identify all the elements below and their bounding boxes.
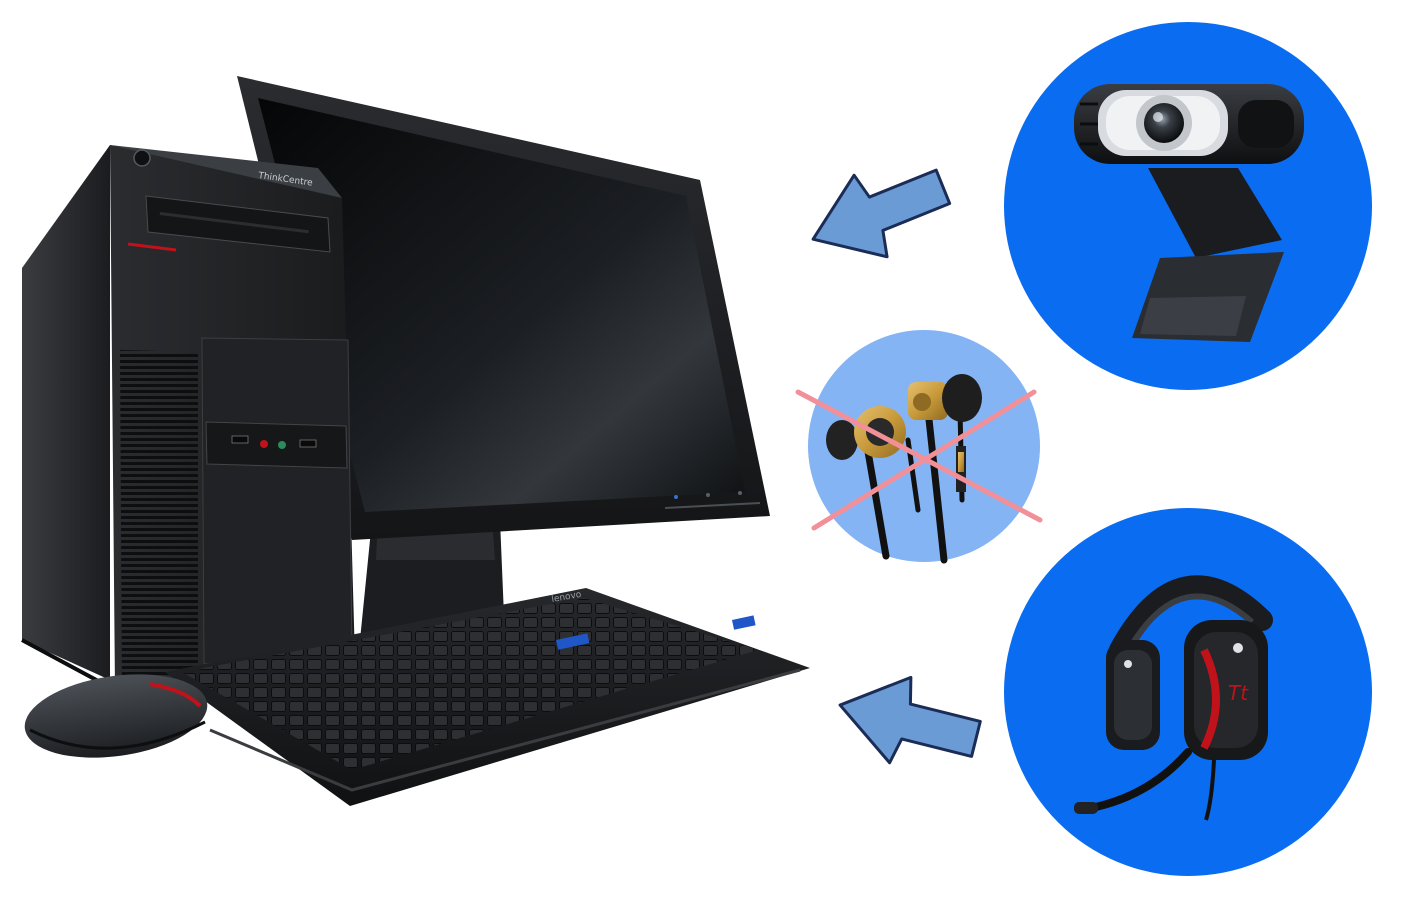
excluded-cross-icon	[795, 389, 1043, 531]
webcam-device	[1004, 22, 1372, 390]
mouse	[24, 674, 208, 758]
keyboard: lenovo	[165, 588, 810, 806]
tower-side	[22, 145, 110, 680]
webcam-icon	[1074, 84, 1304, 342]
arrow-from-webcam	[811, 168, 952, 259]
tower: ThinkCentre	[21, 145, 356, 693]
blue-enter-key	[556, 633, 590, 650]
desktop-computer: ThinkCentre	[21, 76, 810, 806]
earbuds-circle	[808, 330, 1040, 562]
red-accent-stripe	[127, 242, 177, 252]
tower-vent	[120, 350, 198, 688]
mouse-body	[24, 674, 208, 758]
front-ports	[205, 421, 348, 469]
headset-icon: Tt	[1074, 575, 1273, 821]
headset-device: Tt	[1004, 508, 1372, 876]
monitor-buttons	[664, 491, 761, 509]
headset-logo: Tt	[1228, 681, 1249, 705]
monitor-screen	[258, 98, 745, 512]
monitor	[237, 76, 770, 640]
power-button	[133, 149, 151, 167]
arrow-from-headset	[838, 675, 982, 765]
earbuds-device	[795, 330, 1043, 564]
keyboard-keys	[182, 598, 758, 770]
earbuds-icon	[826, 374, 982, 564]
